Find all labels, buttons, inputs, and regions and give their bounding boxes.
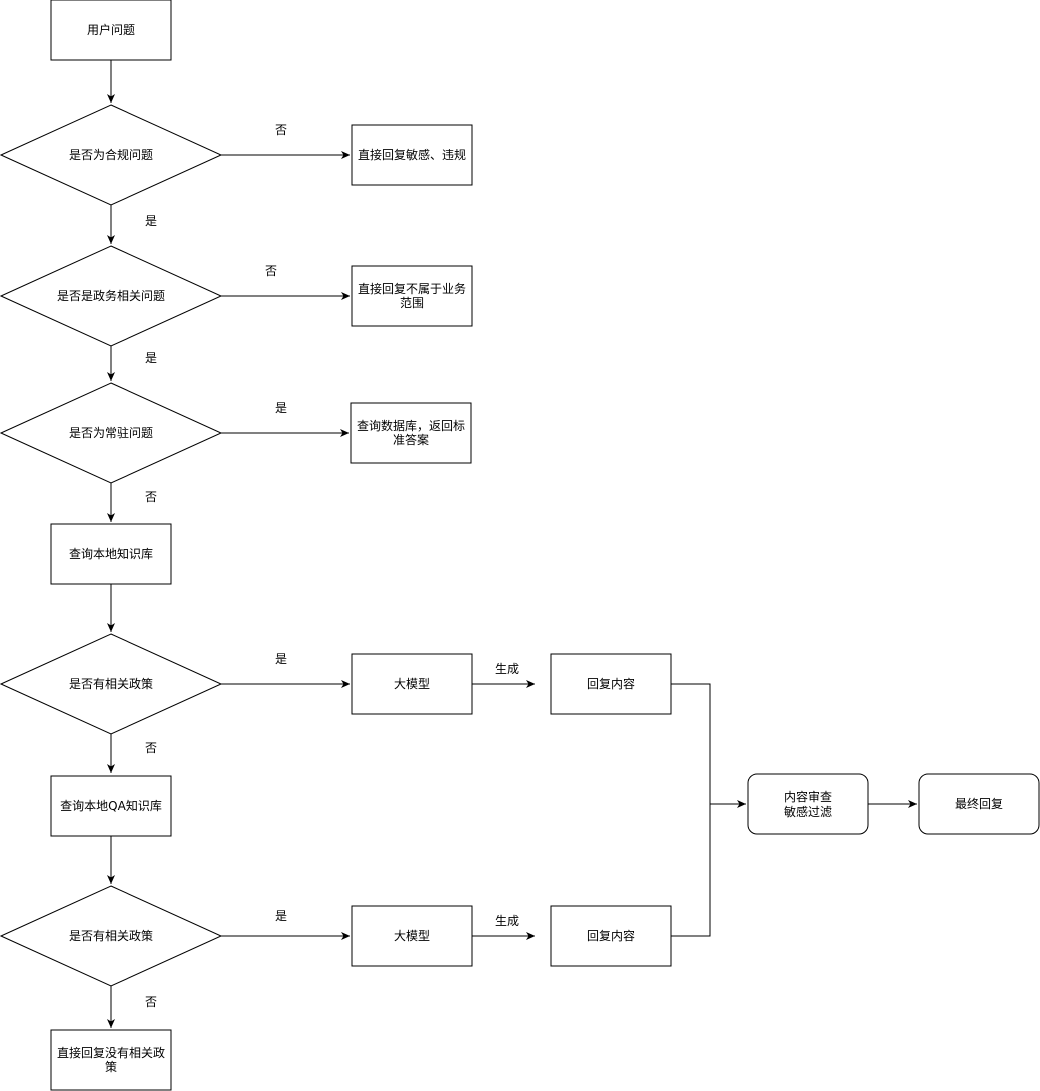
label-generate-1: 生成 (495, 662, 519, 676)
edge-reply1-to-review (671, 683, 711, 804)
label-policy2-yes: 是 (275, 909, 287, 923)
decision-is-gov-related-label: 是否是政务相关问题 (57, 288, 165, 303)
decision-has-policy-2-label: 是否有相关政策 (69, 929, 153, 943)
node-query-qa-kb-label: 查询本地QA知识库 (60, 798, 162, 813)
node-llm-2-label: 大模型 (394, 929, 430, 943)
node-content-review-line1: 内容审查 (784, 789, 832, 804)
node-content-review (747, 773, 869, 835)
label-policy1-no: 否 (145, 741, 157, 755)
node-query-db (350, 402, 472, 464)
node-content-review-line2: 敏感过滤 (784, 804, 832, 819)
node-reply-out-of-scope-line1: 直接回复不属于业务 (358, 281, 466, 296)
label-compliant-yes: 是 (145, 214, 157, 228)
node-reply-content-2 (550, 905, 672, 967)
decision-has-policy-2 (0, 885, 223, 987)
label-policy1-yes: 是 (275, 652, 287, 666)
node-user-question-label: 用户问题 (87, 22, 135, 37)
decision-has-policy-1-label: 是否有相关政策 (69, 677, 153, 691)
node-query-local-kb (50, 523, 172, 585)
decision-is-gov-related (0, 245, 223, 347)
label-gov-yes: 是 (145, 351, 157, 365)
node-reply-no-policy-line1: 直接回复没有相关政 (57, 1045, 165, 1060)
edge-reply2-to-review (671, 804, 711, 937)
node-llm-1-label: 大模型 (394, 677, 430, 691)
label-common-no: 否 (145, 490, 157, 504)
decision-is-compliant (0, 104, 223, 206)
node-query-qa-kb (50, 775, 172, 837)
node-reply-no-policy (50, 1029, 172, 1091)
decision-has-policy-1 (0, 633, 223, 735)
node-reply-out-of-scope-line2: 范围 (400, 296, 424, 310)
node-llm-1 (351, 653, 473, 715)
node-reply-content-1 (550, 653, 672, 715)
label-compliant-no: 否 (275, 123, 287, 137)
label-policy2-no: 否 (145, 995, 157, 1009)
node-reply-sensitive-label: 直接回复敏感、违规 (358, 147, 466, 162)
decision-is-common-label: 是否为常驻问题 (69, 425, 153, 440)
node-reply-sensitive (351, 124, 473, 186)
label-generate-2: 生成 (495, 914, 519, 928)
node-reply-content-1-label: 回复内容 (587, 676, 635, 691)
node-query-db-line1: 查询数据库，返回标 (357, 418, 465, 433)
node-final-reply-label: 最终回复 (955, 796, 1003, 811)
edges (107, 60, 917, 1028)
node-final-reply (918, 773, 1040, 835)
node-user-question (50, 0, 172, 61)
node-query-db-line2: 准答案 (393, 432, 429, 447)
node-llm-2 (351, 905, 473, 967)
decision-is-compliant-label: 是否为合规问题 (69, 147, 153, 162)
label-gov-no: 否 (265, 264, 277, 278)
node-reply-content-2-label: 回复内容 (587, 928, 635, 943)
label-common-yes: 是 (275, 401, 287, 415)
decision-is-common (0, 382, 223, 484)
node-reply-no-policy-line2: 策 (105, 1060, 117, 1074)
edge-labels: 否 是 否 是 是 否 是 生成 否 是 生成 否 (145, 123, 519, 1009)
node-reply-out-of-scope (351, 265, 473, 327)
node-query-local-kb-label: 查询本地知识库 (69, 546, 153, 561)
